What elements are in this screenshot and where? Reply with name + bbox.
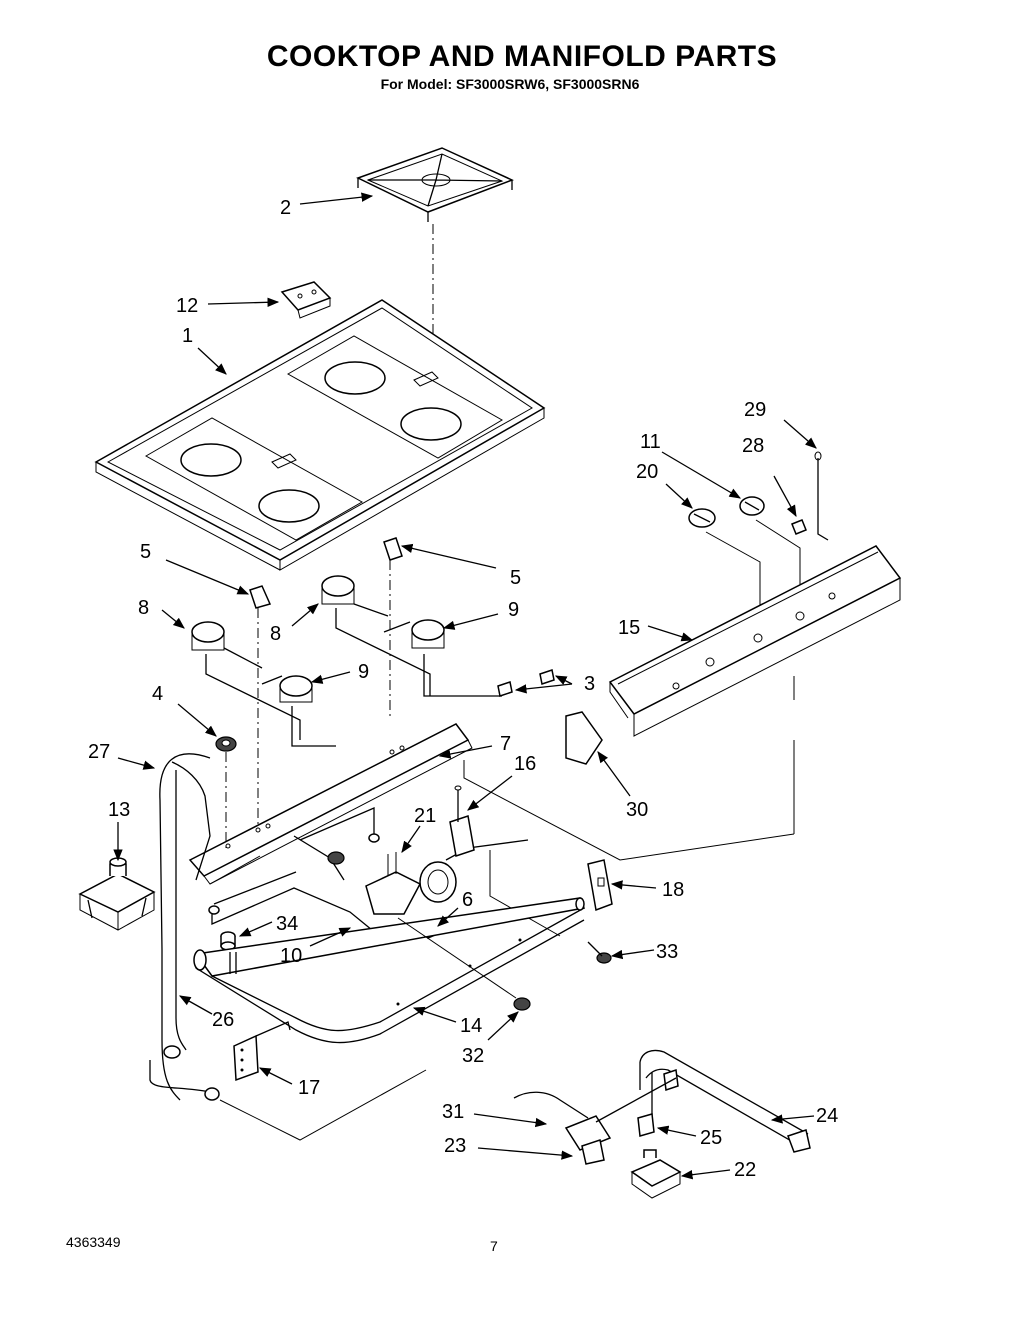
callout-8-left: 8 <box>138 597 149 619</box>
screw-33-drawing <box>587 941 612 964</box>
model-subtitle: For Model: SF3000SRW6, SF3000SRN6 <box>380 76 640 92</box>
bracket-12-drawing <box>280 281 332 319</box>
callout-6: 6 <box>462 889 473 911</box>
callout-23: 23 <box>444 1135 466 1157</box>
burner-grate-drawing <box>356 147 514 222</box>
callout-18: 18 <box>662 879 684 901</box>
callout-30: 30 <box>626 799 648 821</box>
callout-8-right: 8 <box>270 623 281 645</box>
callout-5-left: 5 <box>140 541 151 563</box>
callout-1: 1 <box>182 325 193 347</box>
callout-29: 29 <box>744 399 766 421</box>
callout-15: 15 <box>618 617 640 639</box>
broil-valve-22-drawing <box>630 1149 682 1199</box>
callout-32: 32 <box>462 1045 484 1067</box>
pressure-regulator-13-drawing <box>78 857 156 931</box>
control-knobs-drawing <box>688 451 829 541</box>
panel-end-cap-30-drawing <box>565 711 603 765</box>
callout-labels: 2 12 1 29 11 28 20 5 5 8 8 9 9 15 3 4 27… <box>88 197 838 1181</box>
callout-9-left: 9 <box>358 661 369 683</box>
burner-clip-5-drawing <box>249 537 403 609</box>
manifold-tube-drawing <box>208 807 411 940</box>
callout-13: 13 <box>108 799 130 821</box>
callout-24: 24 <box>816 1105 838 1127</box>
bracket-17-drawing <box>233 1021 291 1082</box>
callout-27: 27 <box>88 741 110 763</box>
callout-34: 34 <box>276 913 298 935</box>
document-number: 4363349 <box>66 1234 121 1250</box>
valve-body-31-drawing <box>513 1077 677 1165</box>
fitting-34-drawing <box>220 931 236 951</box>
callout-14: 14 <box>460 1015 482 1037</box>
broil-burner-24-drawing <box>639 1049 811 1153</box>
callout-5-right: 5 <box>510 567 521 589</box>
callout-25: 25 <box>700 1127 722 1149</box>
callout-10: 10 <box>280 945 302 967</box>
burners-left-drawing <box>191 621 336 747</box>
orifice-25-drawing <box>637 1113 655 1137</box>
callout-28: 28 <box>742 435 764 457</box>
page-number: 7 <box>490 1238 498 1254</box>
callout-33: 33 <box>656 941 678 963</box>
callout-26: 26 <box>212 1009 234 1031</box>
callout-9-right: 9 <box>508 599 519 621</box>
manifold-panel-drawing <box>608 545 902 834</box>
callout-2: 2 <box>280 197 291 219</box>
callout-7: 7 <box>500 733 511 755</box>
callout-11: 11 <box>640 431 661 453</box>
gas-tubing-drawing <box>149 753 427 1141</box>
callout-16: 16 <box>514 753 536 775</box>
hex-nut-4-drawing <box>215 736 237 752</box>
callout-22: 22 <box>734 1159 756 1181</box>
burners-right-drawing <box>321 575 502 697</box>
cooktop-drawing <box>94 299 546 571</box>
screw-32-drawing <box>397 917 531 1011</box>
orifice-hood-3-drawing <box>497 669 555 697</box>
callout-31: 31 <box>442 1101 464 1123</box>
callout-21: 21 <box>414 805 436 827</box>
callout-4: 4 <box>152 683 163 705</box>
callout-17: 17 <box>298 1077 320 1099</box>
oven-burner-14-drawing <box>193 897 586 1044</box>
igniter-switch-16-drawing <box>449 760 795 861</box>
callout-12: 12 <box>176 295 198 317</box>
callout-3: 3 <box>584 673 595 695</box>
page-title: COOKTOP AND MANIFOLD PARTS <box>266 40 778 73</box>
leader-lines <box>113 192 817 1180</box>
burner-bracket-18-drawing <box>587 859 613 912</box>
callout-20: 20 <box>636 461 658 483</box>
oven-thermostat-21-drawing <box>365 839 561 937</box>
